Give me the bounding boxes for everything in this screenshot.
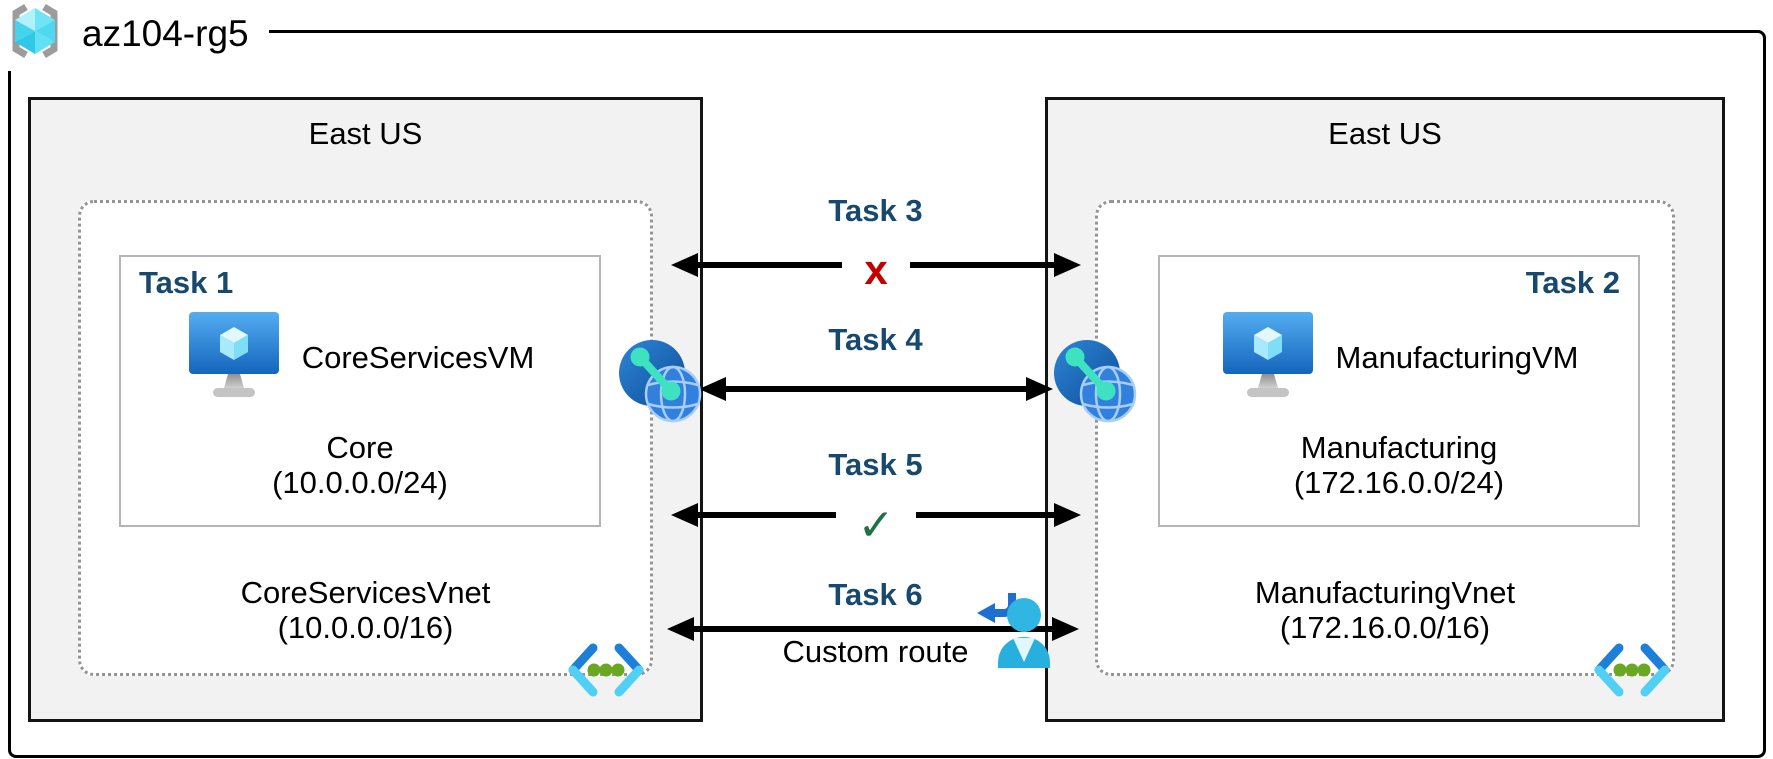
allowed-check-symbol: ✓ xyxy=(857,500,895,550)
region-title-right: East US xyxy=(1328,116,1442,151)
subnet-label-manufacturing: Manufacturing (172.16.0.0/24) xyxy=(1160,430,1638,500)
task3-arrow: x xyxy=(671,246,1082,293)
resource-group-icon xyxy=(2,0,68,67)
task5-label: Task 5 xyxy=(828,447,923,482)
task1-tag: Task 1 xyxy=(139,265,234,300)
virtual-network-icon xyxy=(1588,641,1676,704)
custom-route-note: Custom route xyxy=(782,634,969,669)
subnet-box-core: Task 1 xyxy=(119,255,601,527)
task6-arrow xyxy=(667,611,1079,647)
vnet-cidr: (172.16.0.0/16) xyxy=(1279,610,1491,645)
task4-arrow xyxy=(699,371,1053,407)
subnet-name: Core xyxy=(326,430,394,465)
virtual-machine-icon xyxy=(186,309,282,406)
task2-tag: Task 2 xyxy=(1525,265,1620,300)
vnet-label-manufacturing: ManufacturingVnet (172.16.0.0/16) xyxy=(1098,575,1672,645)
vnet-boundary-manufacturing: Task 2 ManufacturingVM xyxy=(1095,200,1675,676)
virtual-network-icon xyxy=(562,641,650,704)
vnet-name: ManufacturingVnet xyxy=(1254,575,1516,610)
resource-group-label: az104-rg5 xyxy=(2,0,269,71)
arrowhead-right xyxy=(1054,253,1082,277)
blocked-cross-symbol: x xyxy=(864,246,888,293)
virtual-machine-icon xyxy=(1220,309,1316,406)
vnet-boundary-coreservices: Task 1 xyxy=(78,200,653,676)
network-interface-icon xyxy=(1051,336,1137,429)
vnet-label-coreservices: CoreServicesVnet (10.0.0.0/16) xyxy=(81,575,650,645)
task3-label: Task 3 xyxy=(828,193,923,228)
vm-name-left: CoreServicesVM xyxy=(301,339,535,375)
subnet-name: Manufacturing xyxy=(1300,430,1498,465)
subnet-box-manufacturing: Task 2 ManufacturingVM xyxy=(1158,255,1640,527)
resource-group-boundary xyxy=(8,30,1766,758)
region-box-left: East US Task 1 xyxy=(28,97,703,722)
vnet-name: CoreServicesVnet xyxy=(240,575,491,610)
task4-label: Task 4 xyxy=(828,322,923,357)
arrowhead-left xyxy=(671,253,698,277)
vnet-cidr: (10.0.0.0/16) xyxy=(277,610,454,645)
arrowhead-left xyxy=(671,503,698,527)
arrowhead-left xyxy=(699,377,726,401)
task6-label: Task 6 xyxy=(828,577,923,612)
subnet-cidr: (10.0.0.0/24) xyxy=(272,465,448,500)
arrowhead-right xyxy=(1052,617,1079,641)
arrowhead-left xyxy=(667,617,694,641)
vm-row-right: ManufacturingVM xyxy=(1160,309,1638,406)
user-route-icon xyxy=(972,586,1050,677)
subnet-label-core: Core (10.0.0.0/24) xyxy=(121,430,599,500)
task5-arrow: ✓ xyxy=(671,497,1081,550)
vm-row-left: CoreServicesVM xyxy=(121,309,599,406)
arrowhead-right xyxy=(1054,503,1081,527)
vm-name-right: ManufacturingVM xyxy=(1335,339,1579,375)
network-interface-icon xyxy=(616,336,702,429)
subnet-cidr: (172.16.0.0/24) xyxy=(1293,465,1505,500)
resource-group-name: az104-rg5 xyxy=(82,12,249,54)
region-box-right: East US Task 2 Manufact xyxy=(1045,97,1725,722)
region-title-left: East US xyxy=(308,116,423,151)
arrowhead-right xyxy=(1026,377,1053,401)
